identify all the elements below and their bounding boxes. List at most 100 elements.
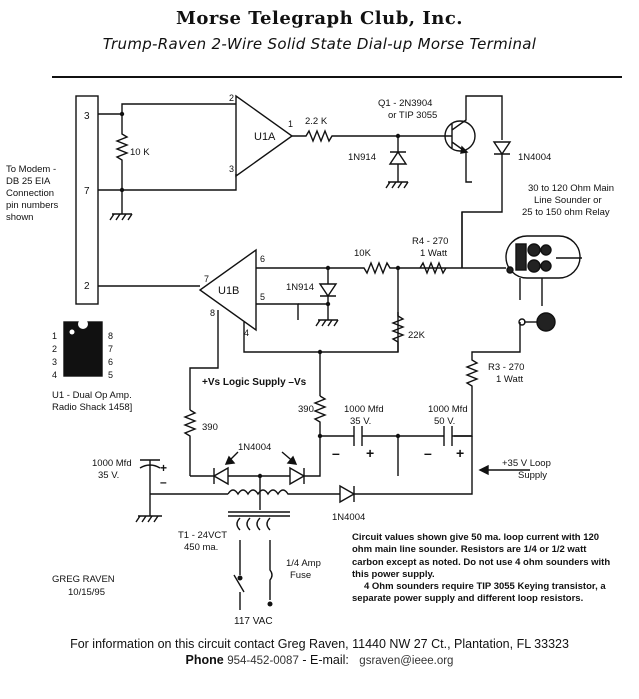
svg-text:30 to 120 Ohm Main: 30 to 120 Ohm Main: [528, 183, 614, 194]
ground-2: [385, 181, 409, 189]
resistor-390-b: [313, 395, 327, 436]
club-title: Morse Telegraph Club, Inc.: [175, 8, 464, 29]
note-paragraph-1: Circuit values shown give 50 ma. loop cu…: [352, 532, 611, 580]
svg-text:6: 6: [108, 357, 113, 367]
u1b-label: U1B: [218, 285, 239, 297]
r10kb-label: 10K: [354, 248, 372, 259]
svg-text:+35 V Loop: +35 V Loop: [502, 458, 551, 469]
author-label: GREG RAVEN 10/15/95: [52, 574, 115, 598]
u1a-pin2: 2: [229, 93, 234, 103]
t1-label: T1 - 24VCT 450 ma.: [178, 530, 227, 553]
minus-sign-2: –: [424, 445, 432, 461]
diode-1n4004-c: [330, 436, 473, 504]
svg-text:450 ma.: 450 ma.: [184, 542, 218, 553]
svg-text:35 V.: 35 V.: [350, 416, 371, 427]
svg-text:7: 7: [108, 344, 113, 354]
r22k-label: 22K: [408, 330, 426, 341]
svg-text:1000 Mfd: 1000 Mfd: [92, 458, 132, 469]
capacitor-left: [139, 459, 190, 516]
plus-sign-2: +: [456, 445, 464, 461]
ic-pin-numbers: 1 2 3 4 8 7 6 5: [52, 331, 113, 380]
svg-text:35 V.: 35 V.: [98, 470, 119, 481]
resistor-10k: [115, 114, 129, 190]
plus-sign: +: [366, 445, 374, 461]
q1-label-2: or TIP 3055: [388, 110, 437, 121]
diagram-subtitle: Trump-Raven 2-Wire Solid State Dial-up M…: [102, 35, 537, 53]
op-amp-u1b: [198, 248, 257, 332]
svg-text:shown: shown: [6, 212, 33, 223]
resistor-390-a: [183, 409, 197, 476]
transformer-primary: [236, 517, 271, 531]
email-address[interactable]: gsraven@ieee.org: [359, 655, 454, 667]
u1b-pin4: 4: [244, 328, 249, 338]
header-rule: [52, 76, 622, 78]
ground-4: [135, 515, 162, 523]
diode-1n4004-a: [492, 141, 512, 156]
u1b-pin8: 8: [210, 308, 215, 318]
resistor-r3: [454, 322, 521, 437]
wire-collector: [465, 95, 503, 140]
r3-label: R3 - 270: [488, 362, 524, 373]
d1n914b-label: 1N914: [286, 282, 314, 293]
r390b-label: 390: [298, 404, 314, 415]
modem-label: To Modem - DB 25 EIA Connection pin numb…: [6, 164, 59, 223]
d1n4004a-label: 1N4004: [518, 152, 551, 163]
svg-text:Connection: Connection: [6, 188, 54, 199]
fuse-label: 1/4 Amp Fuse: [286, 558, 321, 581]
svg-text:5: 5: [108, 370, 113, 380]
q1-label: Q1 - 2N3904: [378, 98, 432, 109]
svg-text:10/15/95: 10/15/95: [68, 587, 105, 598]
phone-number: 954-452-0087: [227, 655, 299, 667]
sounder-icon: [505, 235, 582, 332]
transformer-core: [228, 511, 290, 517]
ac-input: [233, 540, 273, 610]
svg-text:GREG RAVEN: GREG RAVEN: [52, 574, 115, 585]
pin3-label: 3: [84, 111, 90, 122]
svg-text:1000 Mfd: 1000 Mfd: [344, 404, 384, 415]
svg-text:3: 3: [52, 357, 57, 367]
phone-label: Phone: [185, 653, 224, 667]
minus-sign-3: –: [160, 475, 167, 489]
u1a-pin1: 1: [288, 119, 293, 129]
sounder-label: 30 to 120 Ohm Main Line Sounder or 25 to…: [522, 183, 614, 218]
db25-connector: [75, 95, 99, 305]
loop-arrow: [478, 464, 530, 476]
svg-text:Fuse: Fuse: [290, 570, 311, 581]
pin2-label: 2: [84, 281, 90, 292]
ic-caption: U1 - Dual Op Amp. Radio Shack 1458]: [52, 390, 132, 413]
svg-text:Radio Shack 1458]: Radio Shack 1458]: [52, 402, 132, 413]
supply-label: +Vs Logic Supply –Vs: [202, 377, 307, 388]
svg-text:1/4 Amp: 1/4 Amp: [286, 558, 321, 569]
pin7-label: 7: [84, 186, 90, 197]
transformer-secondary: [190, 489, 330, 496]
svg-text:2: 2: [52, 344, 57, 354]
svg-text:DB 25 EIA: DB 25 EIA: [6, 176, 51, 187]
svg-text:1: 1: [52, 331, 57, 341]
wire-u1b-pin5: [256, 303, 299, 320]
svg-text:50 V.: 50 V.: [434, 416, 455, 427]
diode-1n914-a: [388, 136, 408, 182]
svg-text:pin numbers: pin numbers: [6, 200, 59, 211]
vac-label: 117 VAC: [234, 616, 273, 627]
ic-pinout-icon: [63, 319, 103, 377]
r4-label-2: 1 Watt: [420, 248, 447, 259]
svg-text:To Modem -: To Modem -: [6, 164, 56, 175]
resistor-r4-and-10k: [328, 261, 462, 275]
bridge-label: 1N4004: [238, 442, 271, 453]
svg-text:8: 8: [108, 331, 113, 341]
svg-text:4: 4: [52, 370, 57, 380]
svg-text:T1 - 24VCT: T1 - 24VCT: [178, 530, 227, 541]
note-paragraph-2: 4 Ohm sounders require TIP 3055 Keying t…: [352, 581, 606, 605]
op-amp-u1a: [235, 94, 294, 178]
wire-vs-plus: [189, 310, 219, 410]
plus-sign-3: +: [160, 461, 167, 475]
email-label: - E-mail:: [302, 653, 349, 667]
ground-3: [315, 319, 339, 327]
svg-text:25 to 150 ohm Relay: 25 to 150 ohm Relay: [522, 207, 610, 218]
r2k2-label: 2.2 K: [305, 116, 328, 127]
capacitors-series: [320, 426, 472, 446]
u1b-pin7: 7: [204, 274, 209, 284]
cap-c-label: 1000 Mfd 50 V.: [428, 404, 468, 427]
r3-label-2: 1 Watt: [496, 374, 523, 385]
